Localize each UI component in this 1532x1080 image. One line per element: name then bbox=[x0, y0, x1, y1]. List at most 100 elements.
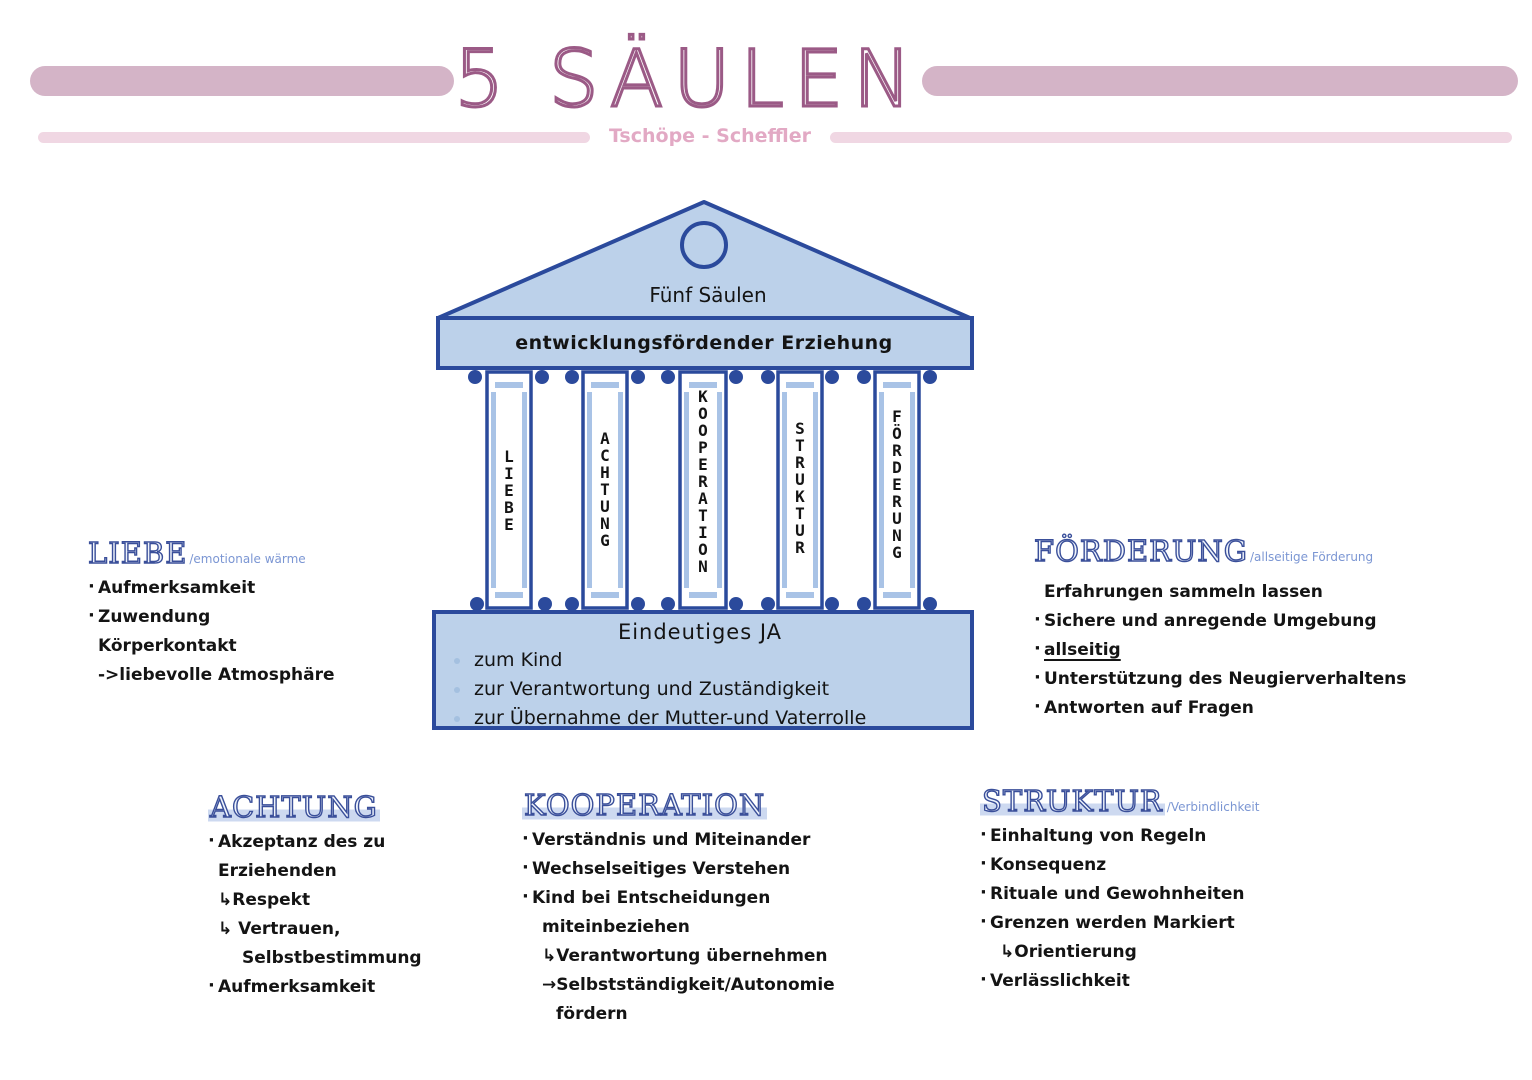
section-kooperation: KOOPERATION Verständnis und Miteinander … bbox=[522, 787, 835, 1029]
base-item: zur Verantwortung und Zuständigkeit bbox=[452, 675, 972, 704]
list-item: Kind bei Entscheidungen bbox=[522, 882, 835, 913]
list-item: allseitig bbox=[1034, 634, 1406, 665]
column-letter: E bbox=[892, 475, 902, 494]
list-item: ↳ Vertrauen, bbox=[218, 919, 341, 939]
column-letter: T bbox=[795, 504, 805, 523]
section-subtitle: /allseitige Förderung bbox=[1249, 550, 1374, 564]
column-letter: I bbox=[504, 464, 514, 483]
subtitle-bar-right bbox=[830, 132, 1512, 143]
top-dots bbox=[468, 370, 937, 384]
roof-circle bbox=[680, 221, 728, 269]
list-item: Erziehenden bbox=[218, 861, 337, 881]
column-letter: U bbox=[600, 497, 610, 516]
column-letter: I bbox=[698, 523, 708, 542]
column-letter: O bbox=[698, 404, 708, 423]
column-letter: R bbox=[892, 441, 902, 460]
list-item: Verständnis und Miteinander bbox=[522, 824, 835, 855]
list-item: Sichere und anregende Umgebung bbox=[1034, 605, 1406, 636]
column-letter: E bbox=[698, 455, 708, 474]
column-letter: O bbox=[698, 540, 708, 559]
section-subtitle: /Verbindlichkeit bbox=[1166, 800, 1260, 814]
list-item: ->liebevolle Atmosphäre bbox=[98, 665, 335, 685]
column-letter: G bbox=[892, 543, 902, 562]
list-item: Rituale und Gewohnheiten bbox=[980, 878, 1259, 909]
section-title: FÖRDERUNG bbox=[1033, 533, 1248, 568]
column-letter: S bbox=[795, 419, 805, 438]
column-letter: N bbox=[698, 557, 708, 576]
column-letter: U bbox=[892, 509, 902, 528]
base-item: zur Übernahme der Mutter-und Vaterrolle bbox=[452, 704, 972, 733]
temple-base bbox=[432, 610, 974, 730]
section-title: LIEBE bbox=[87, 535, 188, 570]
list-item: Selbstbestimmung bbox=[242, 948, 422, 968]
column-letter: H bbox=[600, 463, 610, 482]
list-item: Wechselseitiges Verstehen bbox=[522, 853, 835, 884]
list-item: Aufmerksamkeit bbox=[208, 971, 422, 1002]
list-item: Konsequenz bbox=[980, 849, 1259, 880]
column-letter: O bbox=[698, 421, 708, 440]
column-letter: R bbox=[892, 492, 902, 511]
list-item: fördern bbox=[556, 1004, 628, 1024]
section-title: KOOPERATION bbox=[522, 787, 768, 823]
column-letter: P bbox=[698, 438, 708, 457]
column-letter: K bbox=[698, 387, 708, 406]
column-letter: T bbox=[698, 506, 708, 525]
column-letter: C bbox=[600, 446, 610, 465]
title-bar-left bbox=[30, 66, 454, 96]
section-struktur: STRUKTUR/Verbindlichkeit Einhaltung von … bbox=[980, 783, 1260, 996]
base-item: zum Kind bbox=[452, 646, 972, 675]
column-letter: B bbox=[504, 498, 514, 517]
subtitle-bar-left bbox=[38, 132, 590, 143]
column-letter: T bbox=[600, 480, 610, 499]
column-letter: T bbox=[795, 436, 805, 455]
title-bar-right bbox=[922, 66, 1518, 96]
section-liebe: LIEBE/emotionale wärme Aufmerksamkeit Zu… bbox=[87, 535, 335, 690]
architrave-text: entwicklungsfördender Erziehung bbox=[515, 332, 893, 354]
column-letter: R bbox=[795, 538, 805, 557]
base-list: zum Kind zur Verantwortung und Zuständig… bbox=[452, 646, 972, 733]
list-item: miteinbeziehen bbox=[542, 917, 690, 937]
column-letter: N bbox=[892, 526, 902, 545]
list-item: ↳Verantwortung übernehmen bbox=[542, 946, 828, 966]
temple-architrave bbox=[436, 316, 974, 370]
column-letter: A bbox=[698, 489, 708, 508]
column-letter: R bbox=[795, 453, 805, 472]
section-title: ACHTUNG bbox=[208, 789, 380, 825]
column-letter: N bbox=[600, 514, 610, 533]
list-item: Zuwendung bbox=[88, 601, 335, 632]
column-letter: L bbox=[504, 447, 514, 466]
bottom-dots bbox=[470, 597, 937, 611]
list-item: Verlässlichkeit bbox=[980, 965, 1259, 996]
page-title: 5 SÄULEN bbox=[453, 34, 922, 127]
column-letter: Ö bbox=[892, 424, 902, 443]
column-letter: E bbox=[504, 481, 514, 500]
list-item: Unterstützung des Neugierverhaltens bbox=[1034, 663, 1406, 694]
column-letter: R bbox=[698, 472, 708, 491]
column-letter: A bbox=[600, 429, 610, 448]
column-letter: F bbox=[892, 407, 902, 426]
list-item: →Selbstständigkeit/Autonomie bbox=[542, 975, 835, 995]
page-subtitle: Tschöpe - Scheffler bbox=[608, 125, 811, 147]
column-letter: G bbox=[600, 531, 610, 550]
list-item: Antworten auf Fragen bbox=[1034, 692, 1406, 723]
list-item: Körperkontakt bbox=[98, 636, 237, 656]
section-title: STRUKTUR bbox=[980, 783, 1165, 819]
column-letter: K bbox=[795, 487, 805, 506]
list-item: Akzeptanz des zu bbox=[208, 826, 422, 857]
list-item: Erfahrungen sammeln lassen bbox=[1044, 582, 1323, 602]
list-item: ↳Respekt bbox=[218, 890, 311, 910]
section-subtitle: /emotionale wärme bbox=[189, 552, 306, 566]
list-item: Grenzen werden Markiert bbox=[980, 907, 1259, 938]
roof-text: Fünf Säulen bbox=[649, 283, 767, 307]
list-item: ↳Orientierung bbox=[1000, 942, 1137, 962]
column-letter: U bbox=[795, 521, 805, 540]
section-achtung: ACHTUNG Akzeptanz des zu Erziehenden ↳Re… bbox=[208, 789, 422, 1002]
list-item: Aufmerksamkeit bbox=[88, 572, 335, 603]
column-letter: E bbox=[504, 515, 514, 534]
